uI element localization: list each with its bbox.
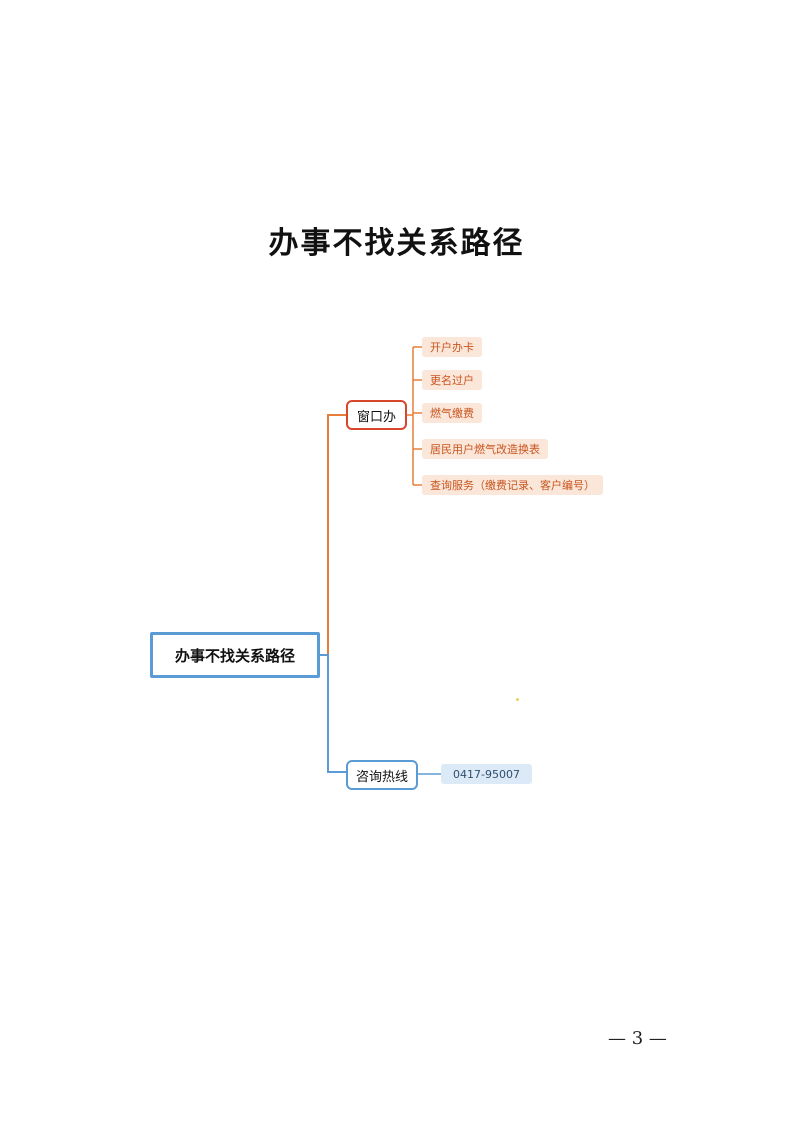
leaf-query-service: 查询服务（缴费记录、客户编号） (422, 475, 603, 495)
page-title: 办事不找关系路径 (268, 226, 525, 261)
leaf-hotline-number: 0417-95007 (441, 764, 532, 784)
branch-window-service: 窗口办 (346, 400, 407, 430)
leaf-name-transfer: 更名过户 (422, 370, 482, 390)
leaf-meter-replacement: 居民用户燃气改造换表 (422, 439, 548, 459)
connector-window-leaves (407, 347, 414, 485)
connector-root-hotline (320, 654, 346, 773)
connector-root-window (320, 414, 346, 656)
leaf-open-account: 开户办卡 (422, 337, 482, 357)
leaf-gas-payment: 燃气缴费 (422, 403, 482, 423)
page-number: — 3 — (608, 1028, 667, 1049)
decorative-dot (516, 698, 519, 701)
mindmap-root-node: 办事不找关系路径 (150, 632, 320, 678)
branch-hotline: 咨询热线 (346, 760, 418, 790)
